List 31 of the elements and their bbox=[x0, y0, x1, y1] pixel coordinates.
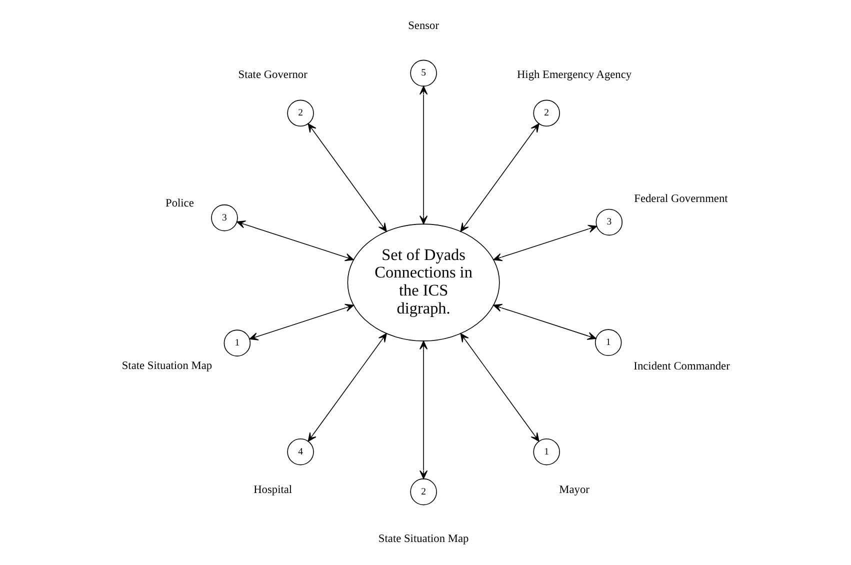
node-label: State Governor bbox=[238, 69, 307, 82]
node-circle: 2 bbox=[532, 100, 560, 127]
node-circle: 3 bbox=[210, 204, 238, 232]
node-circle: 3 bbox=[595, 208, 622, 236]
arrow bbox=[492, 224, 597, 262]
node-ellipse: Set of Dyads Connections in the ICS digraph. bbox=[346, 224, 500, 342]
arrow bbox=[236, 220, 354, 262]
node-circle: 4 bbox=[286, 438, 314, 466]
node-label: Mayor bbox=[558, 484, 589, 496]
arrow bbox=[460, 123, 539, 232]
arrow bbox=[307, 333, 386, 442]
node-circle: 1 bbox=[223, 330, 250, 356]
node-circle: 5 bbox=[410, 60, 436, 87]
arrow bbox=[307, 123, 386, 232]
arrow bbox=[248, 304, 354, 340]
node-circle: 2 bbox=[286, 100, 314, 127]
node-label: Hospital bbox=[253, 484, 292, 496]
node-circle: 2 bbox=[410, 478, 436, 506]
node-label: Police bbox=[164, 197, 194, 210]
node-label: High Emergency Agency bbox=[516, 69, 632, 82]
arrow bbox=[492, 304, 596, 340]
node-circle: 1 bbox=[532, 438, 560, 466]
node-label: State Situation Map bbox=[378, 532, 468, 545]
node-label: Sensor bbox=[408, 20, 439, 32]
node-label: Incident Commander bbox=[633, 360, 730, 372]
node-label: Federal Government bbox=[634, 192, 728, 205]
arrow bbox=[460, 333, 539, 442]
arrow bbox=[419, 86, 428, 224]
arrow bbox=[419, 340, 428, 480]
node-label: State Situation Map bbox=[121, 360, 212, 372]
node-circle: 1 bbox=[594, 329, 622, 356]
